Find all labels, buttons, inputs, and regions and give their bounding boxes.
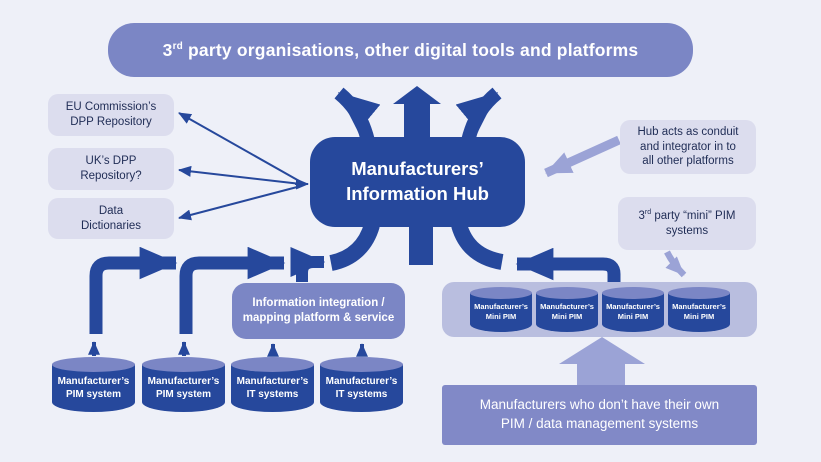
- link-hub-uk-repository-icon: [178, 165, 302, 185]
- link-hub-data-dictionaries-icon: [178, 185, 302, 221]
- uk-dpp-repository-line1: UK’s DPP: [85, 155, 137, 168]
- mini-pim-note-box: 3rd party “mini” PIM systems: [618, 197, 756, 250]
- cylinder-body: [320, 364, 403, 412]
- arrow-manufacturers-up-icon: [559, 337, 645, 386]
- manufacturers-information-hub: Manufacturers’ Information Hub: [310, 137, 525, 227]
- cylinder-top-icon: [536, 287, 598, 299]
- link-hub-eu-repository-icon: [178, 112, 302, 183]
- cylinder-top-icon: [231, 357, 314, 372]
- arrow-hub-to-banner-center-icon: [393, 86, 441, 141]
- data-dictionaries-line2: Dictionaries: [80, 219, 142, 232]
- cylinder-top-icon: [142, 357, 225, 372]
- mini-pim-note-line1: 3rd party “mini” PIM: [638, 208, 736, 222]
- uk-dpp-repository-line2: Repository?: [80, 170, 142, 182]
- cylinder-body: [142, 364, 225, 412]
- cylinder-top-icon: [470, 287, 532, 299]
- conduit-note-line2: and integrator in to: [640, 140, 736, 153]
- bottom-box-line1: Manufacturers who don’t have their own: [479, 397, 720, 413]
- cylinder-top-icon: [602, 287, 664, 299]
- cylinder-top-icon: [668, 287, 730, 299]
- eu-dpp-repository-line1: EU Commission’s: [65, 101, 157, 114]
- hub-bottom-center-stem-icon: [409, 225, 433, 265]
- hub-line1: Manufacturers’: [351, 158, 484, 180]
- cylinder-body: [668, 293, 730, 332]
- conduit-note-box: Hub acts as conduit and integrator in to…: [620, 120, 756, 174]
- cylinder-top-icon: [320, 357, 403, 372]
- cylinder-top-icon: [52, 357, 135, 372]
- mini-pim-note-line2: systems: [665, 224, 709, 237]
- arrow-hub-to-banner-right-icon: [455, 87, 502, 143]
- integration-line1: Information integration /: [252, 296, 385, 309]
- cylinder-body: [52, 364, 135, 412]
- hub-bottom-left-curve-icon: [329, 222, 380, 271]
- data-dictionaries-line1: Data: [98, 204, 124, 217]
- arrow-hub-to-banner-left-icon: [334, 87, 381, 143]
- banner-label: 3rd party organisations, other digital t…: [162, 39, 639, 60]
- cylinder-body: [536, 293, 598, 332]
- data-dictionaries-box: Data Dictionaries: [48, 198, 174, 239]
- hub-bottom-right-curve-icon: [451, 222, 504, 270]
- eu-dpp-repository-line2: DPP Repository: [70, 116, 152, 128]
- eu-dpp-repository-box: EU Commission’s DPP Repository: [48, 94, 174, 136]
- conduit-note-line1: Hub acts as conduit: [637, 125, 739, 138]
- manufacturers-without-pim-box: Manufacturers who don’t have their own P…: [442, 385, 757, 445]
- integration-line2: mapping platform & service: [242, 312, 395, 324]
- arrow-minipim-note-to-container-icon: [664, 250, 687, 278]
- cylinder-body: [470, 293, 532, 332]
- top-banner: 3rd party organisations, other digital t…: [108, 23, 693, 77]
- cylinder-body: [231, 364, 314, 412]
- integration-platform-box: Information integration / mapping platfo…: [232, 283, 405, 339]
- arrow-pim2-flow-icon: [179, 246, 286, 334]
- cylinder-body: [602, 293, 664, 332]
- arrow-conduit-note-to-hub-icon: [544, 135, 621, 178]
- arrow-minipim-to-hub-icon: [515, 247, 621, 282]
- hub-line2: Information Hub: [346, 183, 489, 204]
- bottom-box-line2: PIM / data management systems: [500, 416, 699, 431]
- arrow-pim1-flow-icon: [89, 246, 178, 334]
- uk-dpp-repository-box: UK’s DPP Repository?: [48, 148, 174, 190]
- arrow-integration-to-hub-icon: [290, 247, 326, 282]
- conduit-note-line3: all other platforms: [642, 155, 734, 168]
